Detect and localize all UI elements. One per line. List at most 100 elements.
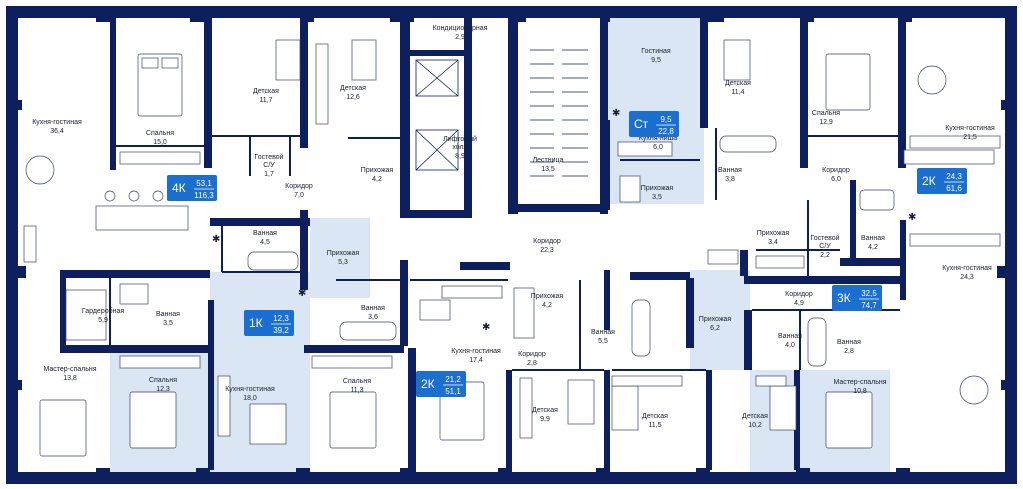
apartment-badge-a2k1[interactable]: 2К 24,3 61,6 xyxy=(917,168,967,194)
room-area: 2,8 xyxy=(844,348,854,355)
room-name: Коридор xyxy=(285,183,313,190)
total-area: 22,8 xyxy=(658,127,674,136)
badge-background xyxy=(167,175,217,201)
room-name: Ванная xyxy=(361,305,385,312)
svg-text:✱: ✱ xyxy=(482,322,490,333)
svg-text:✱: ✱ xyxy=(908,212,916,223)
entry-highlight xyxy=(690,270,750,370)
room-name: Спальня xyxy=(146,130,174,137)
room-area: 2,8 xyxy=(527,360,537,367)
room-area: 22,3 xyxy=(540,247,554,254)
room-area: 13,5 xyxy=(541,166,555,173)
room-name: Прихожая xyxy=(699,316,732,323)
apartment-type: 2К xyxy=(421,377,435,391)
room-area: 5,3 xyxy=(338,259,348,266)
room-name: Прихожая xyxy=(757,230,790,237)
room-name: Коридор xyxy=(518,351,546,358)
badge-background xyxy=(832,285,882,311)
total-area: 39,2 xyxy=(273,326,289,335)
room-area: 17,4 xyxy=(469,357,483,364)
room-name: Кухня-гостиная xyxy=(945,125,995,132)
interior-walls xyxy=(60,18,906,472)
room-name: Гостевой xyxy=(254,153,283,161)
room-area: 11,7 xyxy=(259,97,272,104)
room-area: 21,5 xyxy=(963,134,977,141)
total-area: 116,3 xyxy=(194,191,214,200)
room-label-r32: Коридор 2,8 xyxy=(518,351,546,367)
room-name: Гостевой xyxy=(810,234,839,242)
building-core xyxy=(400,18,608,218)
room-area: 13,8 xyxy=(63,375,77,382)
room-name: Детская xyxy=(642,413,668,420)
room-area: 36,4 xyxy=(50,128,64,135)
room-area: 4,2 xyxy=(542,302,552,309)
room-name: Прихожая xyxy=(641,185,674,192)
svg-text:✱: ✱ xyxy=(212,234,220,245)
elevator-icon xyxy=(415,59,459,171)
room-name: Лифтовый xyxy=(443,135,477,143)
room-area: 3,6 xyxy=(368,314,378,321)
room-name: Детская xyxy=(253,88,279,95)
room-name: Детская xyxy=(742,413,768,420)
room-label-r3: Детская 11,7 xyxy=(253,88,279,104)
room-area: 12,9 xyxy=(819,119,833,126)
room-name: холл xyxy=(452,144,467,151)
living-area: 24,3 xyxy=(946,172,962,181)
room-label-r16: Кухня-гостиная 21,5 xyxy=(945,125,995,141)
apartment-type: 2К xyxy=(922,174,936,188)
room-name: Гостиная xyxy=(641,48,671,55)
room-area: 3,8 xyxy=(725,176,735,183)
room-name: Кухня-ниша xyxy=(639,135,677,142)
room-area: 4,5 xyxy=(260,239,270,246)
room-name: Кухня-гостиная xyxy=(225,386,275,393)
hall-highlight xyxy=(310,218,370,298)
room-area: 2,9 xyxy=(455,34,465,41)
room-label-r43: Детская 10,2 xyxy=(742,413,768,429)
ventilation-shaft-icon: ✱ ✱ ✱ ✱ ✱ xyxy=(212,108,916,333)
room-name: Спальня xyxy=(343,378,371,385)
room-name: Лестница xyxy=(533,157,564,164)
apartment-type: 1К xyxy=(249,316,263,330)
room-label-r28: Ванная 3,6 xyxy=(361,305,385,321)
total-area: 61,6 xyxy=(946,184,962,193)
room-name: Прихожая xyxy=(327,250,360,257)
room-name: С/У xyxy=(819,243,831,250)
total-area: 74,7 xyxy=(861,301,877,310)
outer-walls xyxy=(6,6,1017,484)
room-area: 10,2 xyxy=(748,422,762,429)
badge-background xyxy=(917,168,967,194)
svg-text:✱: ✱ xyxy=(298,288,306,299)
living-area: 53,1 xyxy=(196,179,212,188)
total-area: 51,1 xyxy=(445,387,461,396)
room-name: Мастер-спальня xyxy=(833,379,886,386)
